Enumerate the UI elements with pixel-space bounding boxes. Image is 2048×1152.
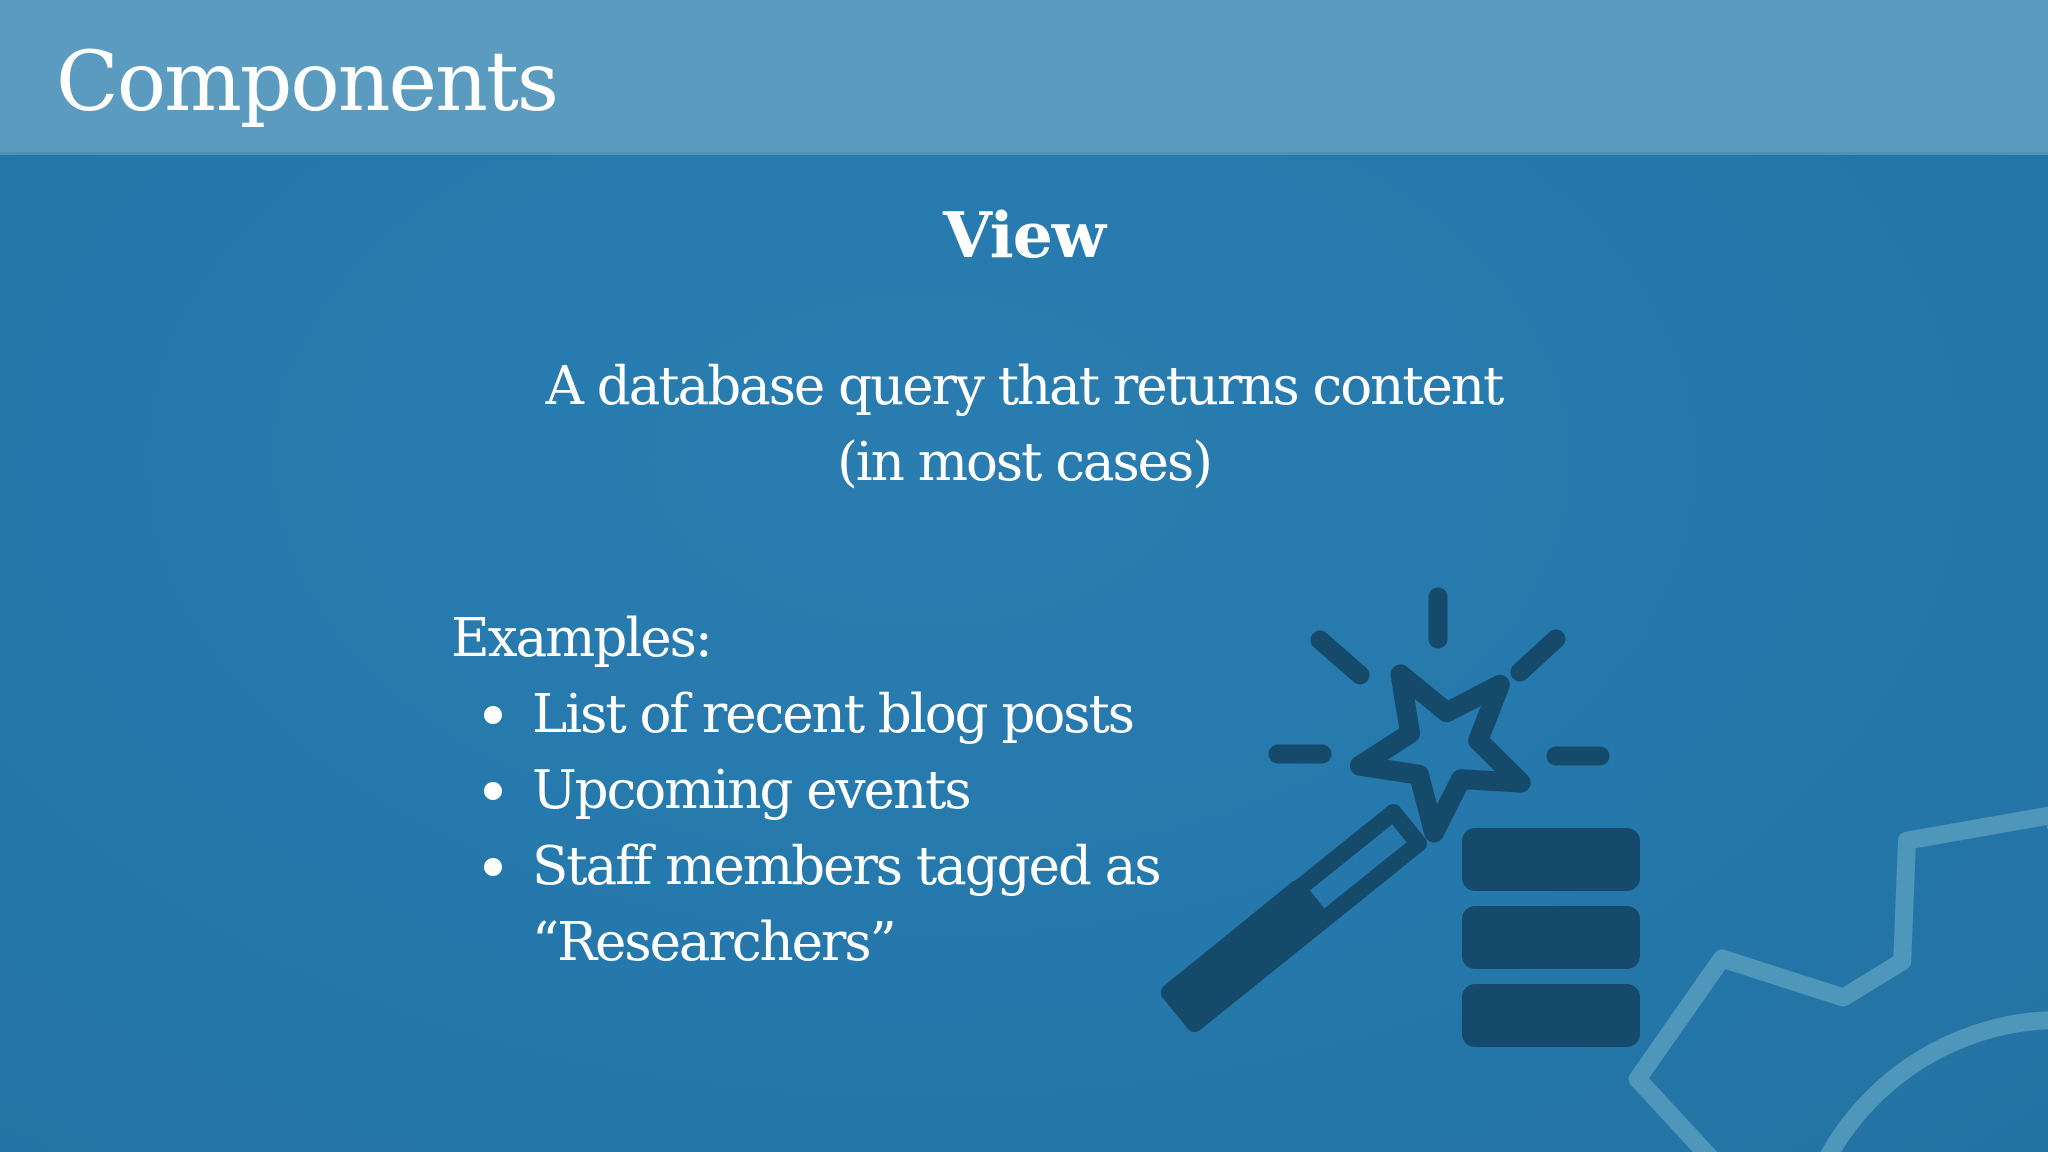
examples-list: List of recent blog posts Upcoming event… — [484, 677, 1212, 981]
example-item: Staff members tagged as “Researchers” — [484, 829, 1212, 981]
subtitle-line-1: A database query that returns content — [545, 356, 1505, 417]
slide-header: Components — [0, 0, 2048, 155]
subtitle-line-2: (in most cases) — [837, 432, 1213, 493]
star-icon — [1349, 664, 1531, 843]
examples-label: Examples: — [451, 608, 713, 669]
slide-header-title: Components — [56, 35, 559, 130]
examples-section: Examples: List of recent blog posts Upco… — [451, 601, 1212, 981]
database-stack-icon — [1462, 828, 1640, 1047]
example-item: List of recent blog posts — [484, 677, 1212, 753]
example-item: Upcoming events — [484, 753, 1212, 829]
gear-icon — [1628, 806, 2048, 1152]
sparkles-icon — [1268, 587, 1610, 766]
slide-title: View — [942, 198, 1106, 272]
slide-subtitle: A database query that returns content (i… — [0, 349, 2048, 501]
